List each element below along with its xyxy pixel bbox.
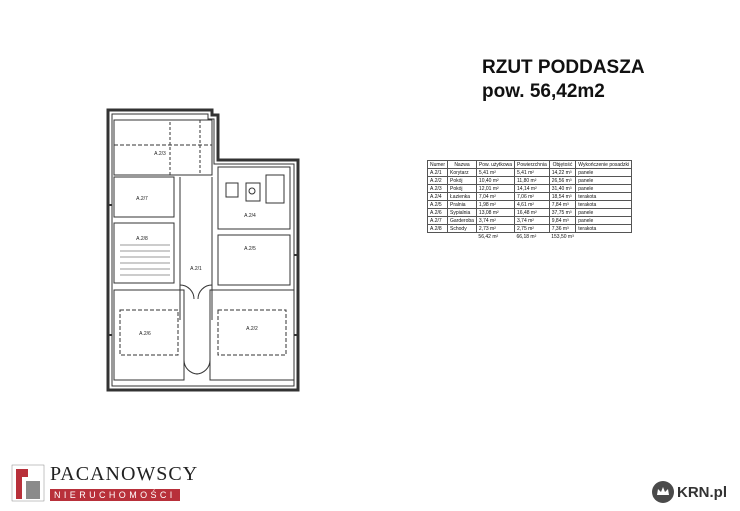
krn-text: KRN.pl [677, 483, 727, 501]
table-cell: 2,75 m² [514, 224, 550, 233]
table-cell: Pokój [447, 184, 477, 193]
table-cell: 3,74 m² [475, 216, 516, 225]
plan-label-room5: A.2/4 [244, 213, 256, 219]
table-cell: 9,84 m³ [548, 216, 577, 225]
table-cell: panele [575, 168, 633, 177]
table-cell: 66,18 m² [516, 233, 537, 240]
logo-subtitle: NIERUCHOMOŚCI [50, 489, 180, 501]
table-cell: A.2/7 [426, 216, 449, 225]
plan-label-room1: A.2/3 [154, 151, 166, 157]
table-cell: 3,74 m² [514, 216, 550, 225]
table-cell: 4,61 m² [514, 200, 550, 209]
col-header: Objętość [548, 160, 577, 169]
krn-watermark: KRN.pl [652, 481, 727, 503]
table-cell: 7,06 m² [514, 192, 550, 201]
table-cell: 1,98 m² [475, 200, 516, 209]
table-cell: A.2/2 [426, 176, 449, 185]
plan-area: pow. 56,42m2 [482, 81, 605, 102]
col-header: Numer [426, 160, 449, 169]
table-cell: A.2/1 [426, 168, 449, 177]
table-cell: panele [575, 216, 633, 225]
logo-mark-icon [11, 464, 45, 502]
plan-label-room7: A.2/6 [139, 331, 151, 337]
table-cell: panele [575, 184, 633, 193]
table-cell: 37,75 m³ [548, 208, 577, 217]
table-cell: 2,73 m² [475, 224, 516, 233]
table-cell: A.2/8 [426, 224, 449, 233]
table-cell: Pokój [447, 176, 477, 185]
company-logo: PACANOWSCY NIERUCHOMOŚCI [10, 463, 198, 503]
table-cell: 12,01 m² [475, 184, 516, 193]
table-cell: A.2/6 [426, 208, 449, 217]
crown-icon [652, 481, 674, 503]
table-cell: 7,36 m³ [548, 224, 577, 233]
plan-label-room4: A.2/1 [190, 266, 202, 272]
table-cell: Korytarz [447, 168, 477, 177]
table-cell: terakota [575, 192, 633, 201]
table-header-row: Numer Nazwa Pow. użytkowa Powierzchnia O… [426, 160, 633, 169]
table-cell: 5,41 m² [514, 168, 550, 177]
table-cell: 56,42 m² [478, 233, 499, 240]
table-cell: 16,48 m² [514, 208, 550, 217]
floor-plan-drawing: A.2/3 A.2/7 A.2/8 A.2/1 A.2/4 A.2/5 A.2/… [106, 108, 300, 392]
table-cell: panele [575, 208, 633, 217]
table-cell: Schody [447, 224, 477, 233]
table-cell: 13,08 m² [475, 208, 516, 217]
table-cell: A.2/5 [426, 200, 449, 209]
table-cell: 18,54 m³ [548, 192, 577, 201]
table-cell [576, 233, 632, 241]
table-cell: 14,22 m³ [548, 168, 577, 177]
plan-label-room3: A.2/8 [136, 236, 148, 242]
table-cell: 26,56 m³ [548, 176, 577, 185]
table-cell [428, 233, 448, 241]
col-header: Wykończenie posadzki [575, 160, 633, 169]
plan-label-room8: A.2/2 [246, 326, 258, 332]
table-cell: 7,84 m³ [548, 200, 577, 209]
table-cell: A.2/4 [426, 192, 449, 201]
table-cell: 10,40 m² [475, 176, 516, 185]
col-header: Nazwa [447, 160, 477, 169]
table-cell: 153,50 m³ [551, 233, 574, 240]
plan-label-room2: A.2/7 [136, 196, 148, 202]
table-totals-row: 56,42 m² 66,18 m² 153,50 m³ [428, 233, 632, 241]
table-cell: Garderoba [447, 216, 477, 225]
plan-label-room6: A.2/5 [244, 246, 256, 252]
table-cell: terakota [575, 224, 633, 233]
table-cell: terakota [575, 200, 633, 209]
table-cell: 7,04 m² [475, 192, 516, 201]
table-cell [448, 233, 477, 241]
col-header: Pow. użytkowa [475, 160, 516, 169]
table-cell: panele [575, 176, 633, 185]
table-cell: Sypialnia [447, 208, 477, 217]
table-cell: A.2/3 [426, 184, 449, 193]
table-cell: 11,80 m² [514, 176, 550, 185]
col-header: Powierzchnia [514, 160, 550, 169]
table-cell: Łazienka [447, 192, 477, 201]
table-cell: Pralnia [447, 200, 477, 209]
table-cell: 5,41 m² [475, 168, 516, 177]
table-cell: 31,40 m³ [548, 184, 577, 193]
logo-brand: PACANOWSCY [50, 463, 199, 485]
table-cell: 14,14 m² [514, 184, 550, 193]
plan-title: RZUT PODDASZA [482, 57, 645, 78]
room-table: Numer Nazwa Pow. użytkowa Powierzchnia O… [426, 160, 633, 241]
